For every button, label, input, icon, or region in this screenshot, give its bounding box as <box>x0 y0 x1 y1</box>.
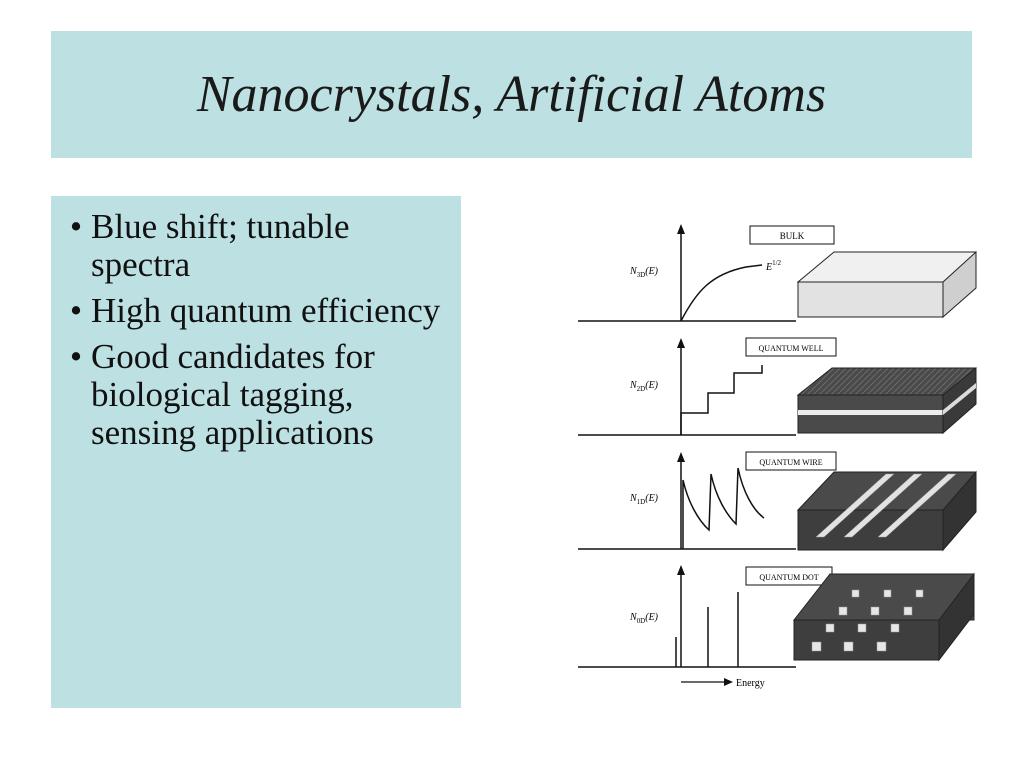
slide-title: Nanocrystals, Artificial Atoms <box>196 66 827 123</box>
bullet-text: High quantum efficiency <box>91 291 441 330</box>
wire-rod <box>877 473 957 538</box>
bullet-list: • Blue shift; tunable spectra • High qua… <box>51 196 461 452</box>
dos-curve-bulk <box>680 264 763 322</box>
energy-label: Energy <box>736 678 765 689</box>
wire-side <box>942 470 977 552</box>
dos-peaks-wire <box>682 467 765 549</box>
well-layer-side <box>943 383 976 415</box>
dot-front <box>793 619 940 661</box>
dos-figure-svg: N3D(E) E1/2 BULK N2D(E) QUANTUM WELL <box>578 224 977 689</box>
ylabel-dot: N0D(E) <box>629 612 659 625</box>
quantum-dots <box>811 589 924 652</box>
panel-quantum-well: N2D(E) QUANTUM WELL <box>578 337 977 436</box>
label-box <box>745 451 837 471</box>
axis-arrow-icon <box>677 224 685 234</box>
bullet-dot: • <box>69 337 83 376</box>
wire-rod <box>843 473 923 538</box>
energy-arrow: Energy <box>681 678 765 689</box>
panel-label-wire: QUANTUM WIRE <box>759 458 822 467</box>
axis-arrow-icon <box>677 565 685 575</box>
bullet-item: • Blue shift; tunable spectra <box>61 208 443 284</box>
axis-arrow-icon <box>677 338 685 348</box>
panel-label-dot: QUANTUM DOT <box>759 573 818 582</box>
dos-steps-well <box>680 365 763 435</box>
bullet-text: Good candidates for biological tagging, … <box>91 337 375 452</box>
bullet-text: Blue shift; tunable spectra <box>91 207 350 284</box>
ylabel-bulk: N3D(E) <box>629 266 659 279</box>
panel-label-well: QUANTUM WELL <box>759 344 824 353</box>
label-box <box>745 337 837 357</box>
axis-arrow-icon <box>677 452 685 462</box>
panel-quantum-wire: N1D(E) QUANTUM WIRE <box>578 451 977 552</box>
panel-bulk: N3D(E) E1/2 BULK <box>578 224 977 322</box>
bullet-item: • Good candidates for biological tagging… <box>61 338 443 452</box>
title-band: Nanocrystals, Artificial Atoms <box>51 31 972 158</box>
bullet-dot: • <box>69 207 83 246</box>
arrow-right-icon <box>724 678 733 686</box>
bulk-side <box>942 250 977 319</box>
density-of-states-figure: N3D(E) E1/2 BULK N2D(E) QUANTUM WELL <box>576 212 978 694</box>
bullet-item: • High quantum efficiency <box>61 292 443 330</box>
bullet-dot: • <box>69 291 83 330</box>
ylabel-well: N2D(E) <box>629 380 659 393</box>
panel-quantum-dot: N0D(E) QUANTUM DOT <box>578 565 975 668</box>
label-box <box>749 225 835 245</box>
bullet-panel: • Blue shift; tunable spectra • High qua… <box>51 196 461 708</box>
dot-side <box>938 572 975 662</box>
curve-label: E1/2 <box>765 259 782 273</box>
ylabel-wire: N1D(E) <box>629 493 659 506</box>
bulk-front <box>797 281 944 318</box>
well-layer <box>798 410 943 415</box>
panel-label-bulk: BULK <box>780 231 805 241</box>
wire-rod <box>815 473 895 538</box>
